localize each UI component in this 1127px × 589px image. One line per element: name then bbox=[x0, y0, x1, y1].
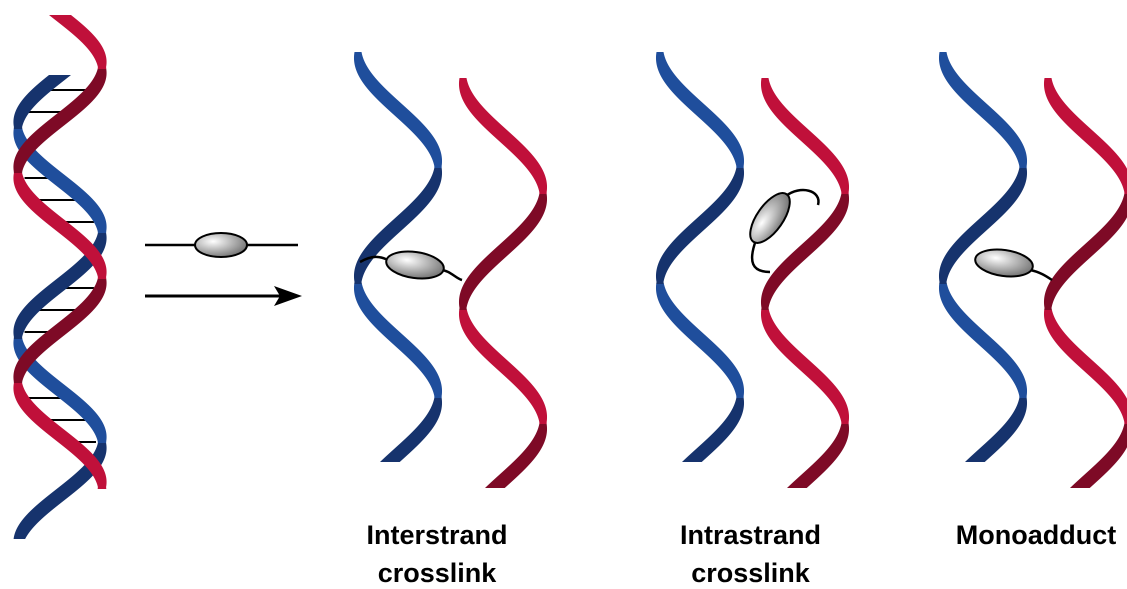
interstrand-label: Interstrand crosslink bbox=[352, 519, 522, 589]
red-strand-segment bbox=[761, 78, 849, 194]
red-strand-segment bbox=[1044, 310, 1127, 424]
adduct-linker bbox=[786, 190, 818, 205]
blue-strand-segment bbox=[354, 52, 442, 168]
intrastrand-label-line1: Intrastrand bbox=[668, 519, 833, 551]
blue-strand-segment bbox=[656, 284, 744, 398]
adduct-linker bbox=[1030, 270, 1052, 280]
blue-strand-segment bbox=[939, 284, 1027, 398]
blue-strand-segment bbox=[682, 398, 744, 462]
interstrand-crosslink-panel bbox=[354, 52, 547, 488]
red-strand-segment bbox=[787, 424, 849, 488]
adduct-linker bbox=[752, 240, 770, 272]
red-strand-segment bbox=[1070, 424, 1127, 488]
intrastrand-label-line2: crosslink bbox=[668, 557, 833, 589]
blue-strand-segment bbox=[380, 398, 442, 462]
red-strand-segment bbox=[761, 310, 849, 424]
interstrand-label-line2: crosslink bbox=[352, 557, 522, 589]
red-strand bbox=[459, 78, 547, 488]
crosslink-adduct-icon bbox=[384, 248, 445, 282]
red-strand bbox=[761, 78, 849, 488]
crosslink-adduct-icon bbox=[743, 187, 798, 249]
intrastrand-crosslink-panel bbox=[656, 52, 849, 488]
blue-strand-segment bbox=[939, 52, 1027, 168]
intrastrand-label: Intrastrand crosslink bbox=[668, 519, 833, 589]
red-strand-segment bbox=[485, 424, 547, 488]
red-strand-segment bbox=[459, 310, 547, 424]
red-strand bbox=[1044, 78, 1127, 488]
drug-reagent-icon bbox=[145, 233, 298, 257]
red-strand-segment bbox=[459, 194, 547, 310]
blue-strand-segment bbox=[656, 52, 744, 168]
red-strand-segment bbox=[1044, 78, 1127, 194]
blue-strand-segment bbox=[965, 398, 1027, 462]
interstrand-label-line1: Interstrand bbox=[352, 519, 522, 551]
monoadduct-label-line1: Monoadduct bbox=[946, 519, 1126, 551]
blue-strand-segment bbox=[354, 284, 442, 398]
red-helix-strand-segment bbox=[13, 69, 106, 173]
monoadduct-panel bbox=[939, 52, 1127, 488]
blue-strand-segment bbox=[656, 168, 744, 284]
blue-strand bbox=[656, 52, 744, 462]
red-strand-segment bbox=[1044, 194, 1127, 310]
red-helix-strand-segment bbox=[49, 15, 107, 69]
red-helix-strand-segment bbox=[13, 173, 106, 279]
reaction-arrow-icon bbox=[145, 286, 302, 306]
dna-double-helix bbox=[13, 15, 106, 539]
red-strand-segment bbox=[459, 78, 547, 194]
monoadduct-icon bbox=[973, 246, 1034, 280]
monoadduct-label: Monoadduct bbox=[946, 519, 1126, 551]
